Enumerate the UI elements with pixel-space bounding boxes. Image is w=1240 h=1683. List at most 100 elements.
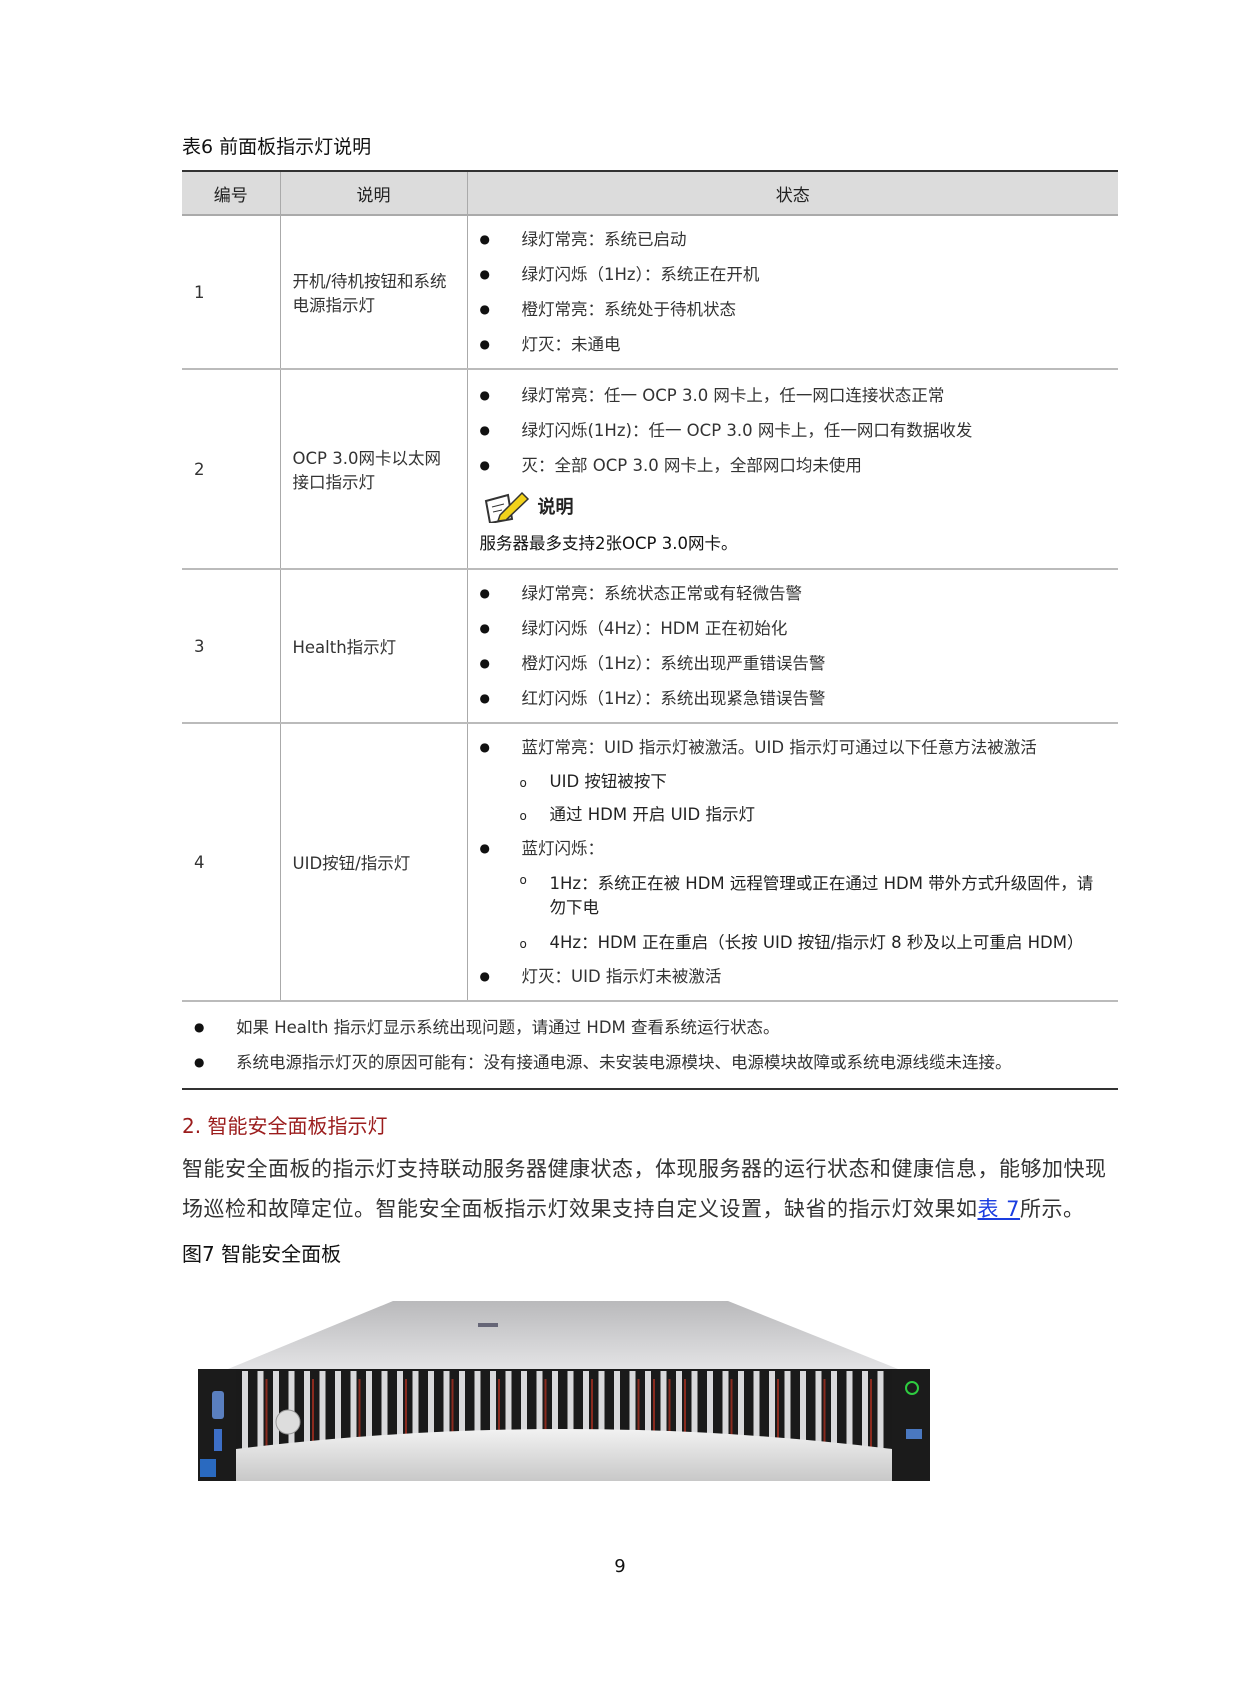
bezel-fin [304, 1371, 310, 1471]
note-pencil-icon [484, 491, 529, 523]
bezel-fin [242, 1371, 248, 1471]
note-item: 系统电源指示灯灭的原因可能有：没有接通电源、未安装电源模块、电源模块故障或系统电… [194, 1045, 1106, 1080]
bezel-fin [335, 1371, 341, 1471]
bezel-fin [412, 1371, 419, 1471]
bezel-fin [722, 1371, 729, 1471]
red-accent [637, 1379, 640, 1459]
red-accent [591, 1379, 593, 1459]
red-accent [870, 1379, 872, 1459]
bezel-fin [691, 1371, 698, 1471]
red-accent [684, 1379, 686, 1459]
bezel-fin [815, 1371, 822, 1471]
table-row: 4 UID按钮/指示灯 蓝灯常亮：UID 指示灯被激活。UID 指示灯可通过以下… [182, 723, 1118, 1002]
bezel-fin [784, 1371, 791, 1471]
bezel-fin [381, 1371, 388, 1471]
bezel-fin [459, 1371, 465, 1471]
state-item: 绿灯常亮：系统状态正常或有轻微告警 [480, 576, 1107, 611]
row-description: UID按钮/指示灯 [279, 723, 467, 1002]
smart-security-panel-image [198, 1301, 930, 1481]
bezel-fin [521, 1371, 527, 1471]
bezel-fin [350, 1371, 357, 1471]
state-item: 橙灯闪烁（1Hz）：系统出现严重错误告警 [480, 646, 1107, 681]
note-item: 如果 Health 指示灯显示系统出现问题，请通过 HDM 查看系统运行状态。 [194, 1010, 1106, 1045]
row-states: 蓝灯常亮：UID 指示灯被激活。UID 指示灯可通过以下任意方法被激活 UID … [466, 723, 1118, 1002]
table-row: 1 开机/待机按钮和系统电源指示灯 绿灯常亮：系统已启动 绿灯闪烁（1Hz）：系… [182, 215, 1118, 370]
bezel-fin [428, 1371, 434, 1471]
chassis-top [228, 1301, 898, 1369]
bezel-fin [505, 1371, 512, 1471]
state-item: 红灯闪烁（1Hz）：系统出现紧急错误告警 [480, 681, 1107, 716]
row-number: 3 [182, 569, 280, 724]
note-text: 服务器最多支持2张OCP 3.0网卡。 [479, 533, 738, 553]
red-accent [544, 1379, 547, 1459]
red-accent [451, 1379, 454, 1459]
bezel-fin [567, 1371, 574, 1471]
bezel-fin [397, 1371, 403, 1471]
table-header-row: 编号 说明 状态 [182, 170, 1118, 216]
bezel-fin [800, 1371, 806, 1471]
row-number: 4 [182, 723, 280, 1002]
bezel-fin [536, 1371, 543, 1471]
usb-port-icon [214, 1429, 222, 1451]
row-states: 绿灯常亮：系统状态正常或有轻微告警 绿灯闪烁（4Hz）：HDM 正在初始化 橙灯… [466, 569, 1118, 724]
state-item: 灯灭：UID 指示灯未被激活 [480, 959, 1107, 994]
table-row: 3 Health指示灯 绿灯常亮：系统状态正常或有轻微告警 绿灯闪烁（4Hz）：… [182, 569, 1118, 724]
bezel-fin [707, 1371, 713, 1471]
power-button-icon [275, 1409, 301, 1435]
state-item: 绿灯常亮：任一 OCP 3.0 网卡上，任一网口连接状态正常 [480, 378, 1107, 413]
vga-port-icon [212, 1391, 224, 1419]
state-item: 绿灯闪烁（4Hz）：HDM 正在初始化 [480, 611, 1107, 646]
note-title: 说明 [537, 496, 574, 518]
bezel-fin [676, 1371, 682, 1471]
row-description: 开机/待机按钮和系统电源指示灯 [279, 215, 467, 370]
indicator-table: 编号 说明 状态 1 开机/待机按钮和系统电源指示灯 绿灯常亮：系统已启动 绿灯… [182, 170, 1118, 1090]
bezel-fin [831, 1371, 837, 1471]
bezel-fin [877, 1371, 884, 1471]
paragraph-line: 智能安全面板的指示灯支持联动服务器健康状态，体现服务器的运行状态和健康信息，能够… [182, 1157, 1107, 1181]
header-state: 状态 [466, 170, 1118, 216]
state-item: 绿灯常亮：系统已启动 [480, 222, 1107, 257]
red-accent [405, 1379, 407, 1459]
row-states: 绿灯常亮：系统已启动 绿灯闪烁（1Hz）：系统正在开机 橙灯常亮：系统处于待机状… [466, 215, 1118, 370]
right-ear [888, 1369, 930, 1481]
row-states: 绿灯常亮：任一 OCP 3.0 网卡上，任一网口连接状态正常 绿灯闪烁(1Hz)… [466, 369, 1118, 570]
state-item: 灭：全部 OCP 3.0 网卡上，全部网口均未使用 [480, 448, 1107, 483]
bezel-fin [629, 1371, 636, 1471]
table-notes: 如果 Health 指示灯显示系统出现问题，请通过 HDM 查看系统运行状态。 … [182, 1001, 1118, 1090]
red-accent [498, 1379, 500, 1459]
bezel-fin [660, 1371, 667, 1471]
state-item: 绿灯闪烁（1Hz）：系统正在开机 [480, 257, 1107, 292]
sub-state-item: 通过 HDM 开启 UID 指示灯 [480, 798, 1107, 833]
usb-port-icon [906, 1429, 922, 1439]
bezel-fin [598, 1371, 605, 1471]
row-number: 1 [182, 215, 280, 370]
paragraph-text: 所示。 [1020, 1197, 1085, 1221]
sub-state-item: UID 按钮被按下 [480, 765, 1107, 800]
bezel-fin [552, 1371, 558, 1471]
bezel-fin [846, 1371, 853, 1471]
sub-state-item: 1Hz：系统正在被 HDM 远程管理或正在通过 HDM 带外方式升级固件，请勿下… [480, 866, 1107, 926]
note-header: 说明 [482, 489, 1107, 523]
red-accent [730, 1379, 733, 1459]
row-description: OCP 3.0网卡以太网接口指示灯 [279, 369, 467, 570]
red-accent [777, 1379, 779, 1459]
bezel-fin [614, 1371, 620, 1471]
bezel-fin [257, 1371, 264, 1471]
table-row: 2 OCP 3.0网卡以太网接口指示灯 绿灯常亮：任一 OCP 3.0 网卡上，… [182, 369, 1118, 570]
state-item: 灯灭：未通电 [480, 327, 1107, 362]
bezel-fin [583, 1371, 589, 1471]
chassis-logo [478, 1323, 498, 1327]
table-caption: 表6 前面板指示灯说明 [182, 136, 372, 158]
state-item: 橙灯常亮：系统处于待机状态 [480, 292, 1107, 327]
bezel-fin [862, 1371, 868, 1471]
bezel-fin [366, 1371, 372, 1471]
bezel-fin [443, 1371, 450, 1471]
page-number: 9 [614, 1556, 626, 1577]
bezel-fins [242, 1371, 884, 1471]
table-7-link[interactable]: 表 7 [977, 1197, 1021, 1221]
table-notes-row: 如果 Health 指示灯显示系统出现问题，请通过 HDM 查看系统运行状态。 … [182, 1001, 1118, 1090]
red-accent [653, 1379, 655, 1459]
bezel-fin [738, 1371, 744, 1471]
row-description: Health指示灯 [279, 569, 467, 724]
intel-badge-icon [200, 1459, 216, 1477]
